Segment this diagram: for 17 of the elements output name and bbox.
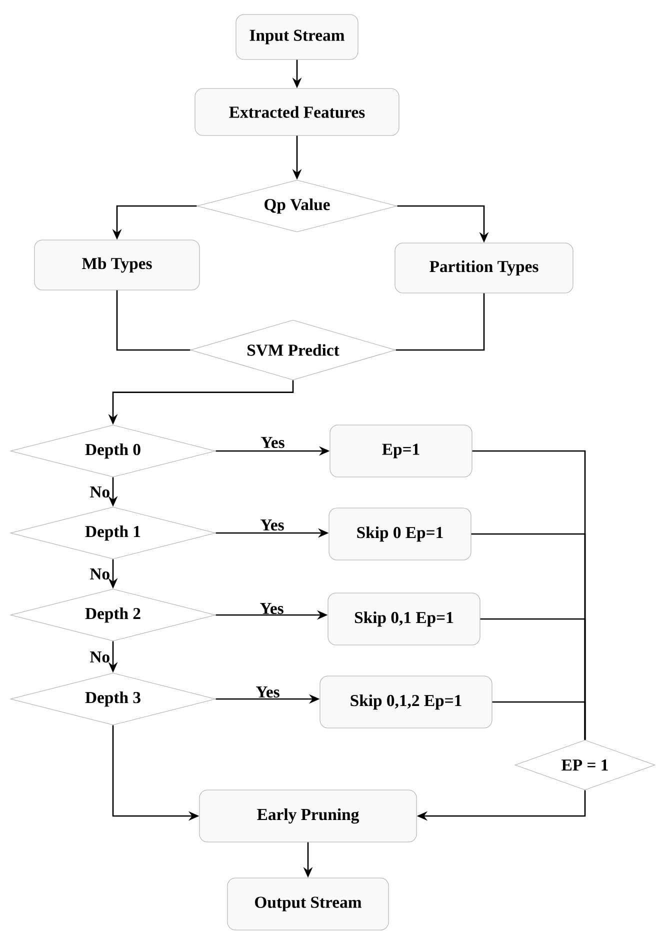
process-box: Mb Types <box>34 240 200 290</box>
edge-label: Yes <box>260 603 284 614</box>
edge-label: Yes <box>260 520 284 531</box>
edge-label: No <box>90 568 110 580</box>
process-box: Partition Types <box>394 242 574 294</box>
process-box: Input Stream <box>236 14 358 60</box>
process-box: Early Pruning <box>199 790 417 842</box>
process-box: Skip 0 Ep=1 <box>328 508 472 560</box>
process-box: Output Stream <box>227 878 389 930</box>
process-box: Extracted Features <box>194 88 400 136</box>
edge-label: Yes <box>256 686 280 698</box>
edge-label: No <box>90 651 110 663</box>
edge-label: No <box>90 486 110 498</box>
process-box: Skip 0,1 Ep=1 <box>328 592 480 646</box>
process-box: Skip 0,1,2 Ep=1 <box>320 676 492 728</box>
process-box: Ep=1 <box>330 424 472 478</box>
edge-label: Yes <box>261 437 284 448</box>
